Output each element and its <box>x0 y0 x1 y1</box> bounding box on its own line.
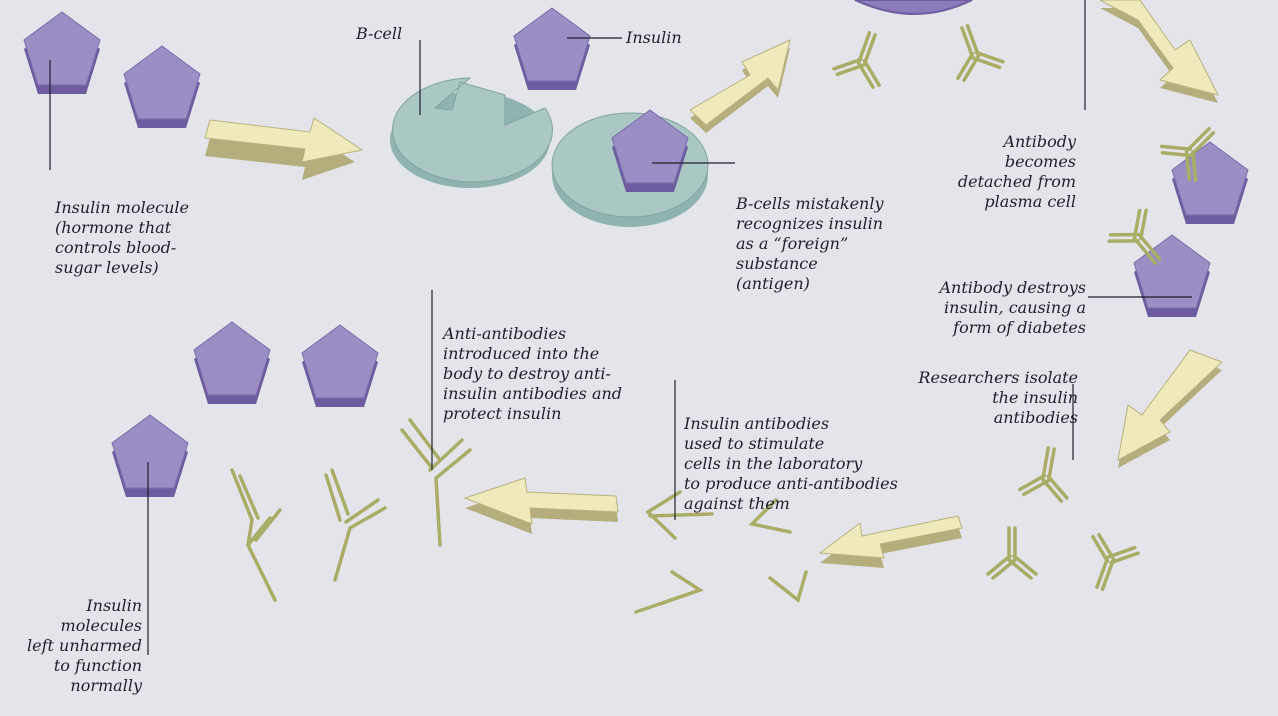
antibody-6 <box>988 528 1036 578</box>
insulin-pentagon-1 <box>24 12 100 94</box>
label-bcell: B-cell <box>356 24 402 44</box>
diagram-canvas <box>0 0 1278 659</box>
insulin-pentagon-bottom-1 <box>194 322 270 404</box>
label-insulin: Insulin <box>626 28 682 48</box>
plasma-cell <box>855 0 972 14</box>
insulin-pentagon-2 <box>124 46 200 128</box>
arrow-6 <box>465 478 618 534</box>
arrow-3 <box>1100 0 1218 103</box>
arrow-1 <box>205 118 362 180</box>
antibody-7 <box>1077 533 1139 596</box>
arrow-2 <box>690 40 790 133</box>
insulin-antibody-diagram: B-cell Insulin Insulin molecule(hormone … <box>0 0 1278 659</box>
antibody-1 <box>833 26 895 89</box>
insulin-pentagon-right-2 <box>1134 235 1210 317</box>
antibody-5 <box>1019 444 1075 502</box>
arrow-4 <box>1118 350 1222 468</box>
insulin-pentagon-bottom-2 <box>302 325 378 407</box>
bcell-open <box>390 78 552 188</box>
bcell-with-insulin <box>552 110 708 227</box>
insulin-pentagon-top <box>514 8 590 90</box>
antibody-2 <box>942 19 1004 82</box>
insulin-pentagon-bottom-3 <box>112 415 188 497</box>
paired-antibodies <box>232 420 470 600</box>
